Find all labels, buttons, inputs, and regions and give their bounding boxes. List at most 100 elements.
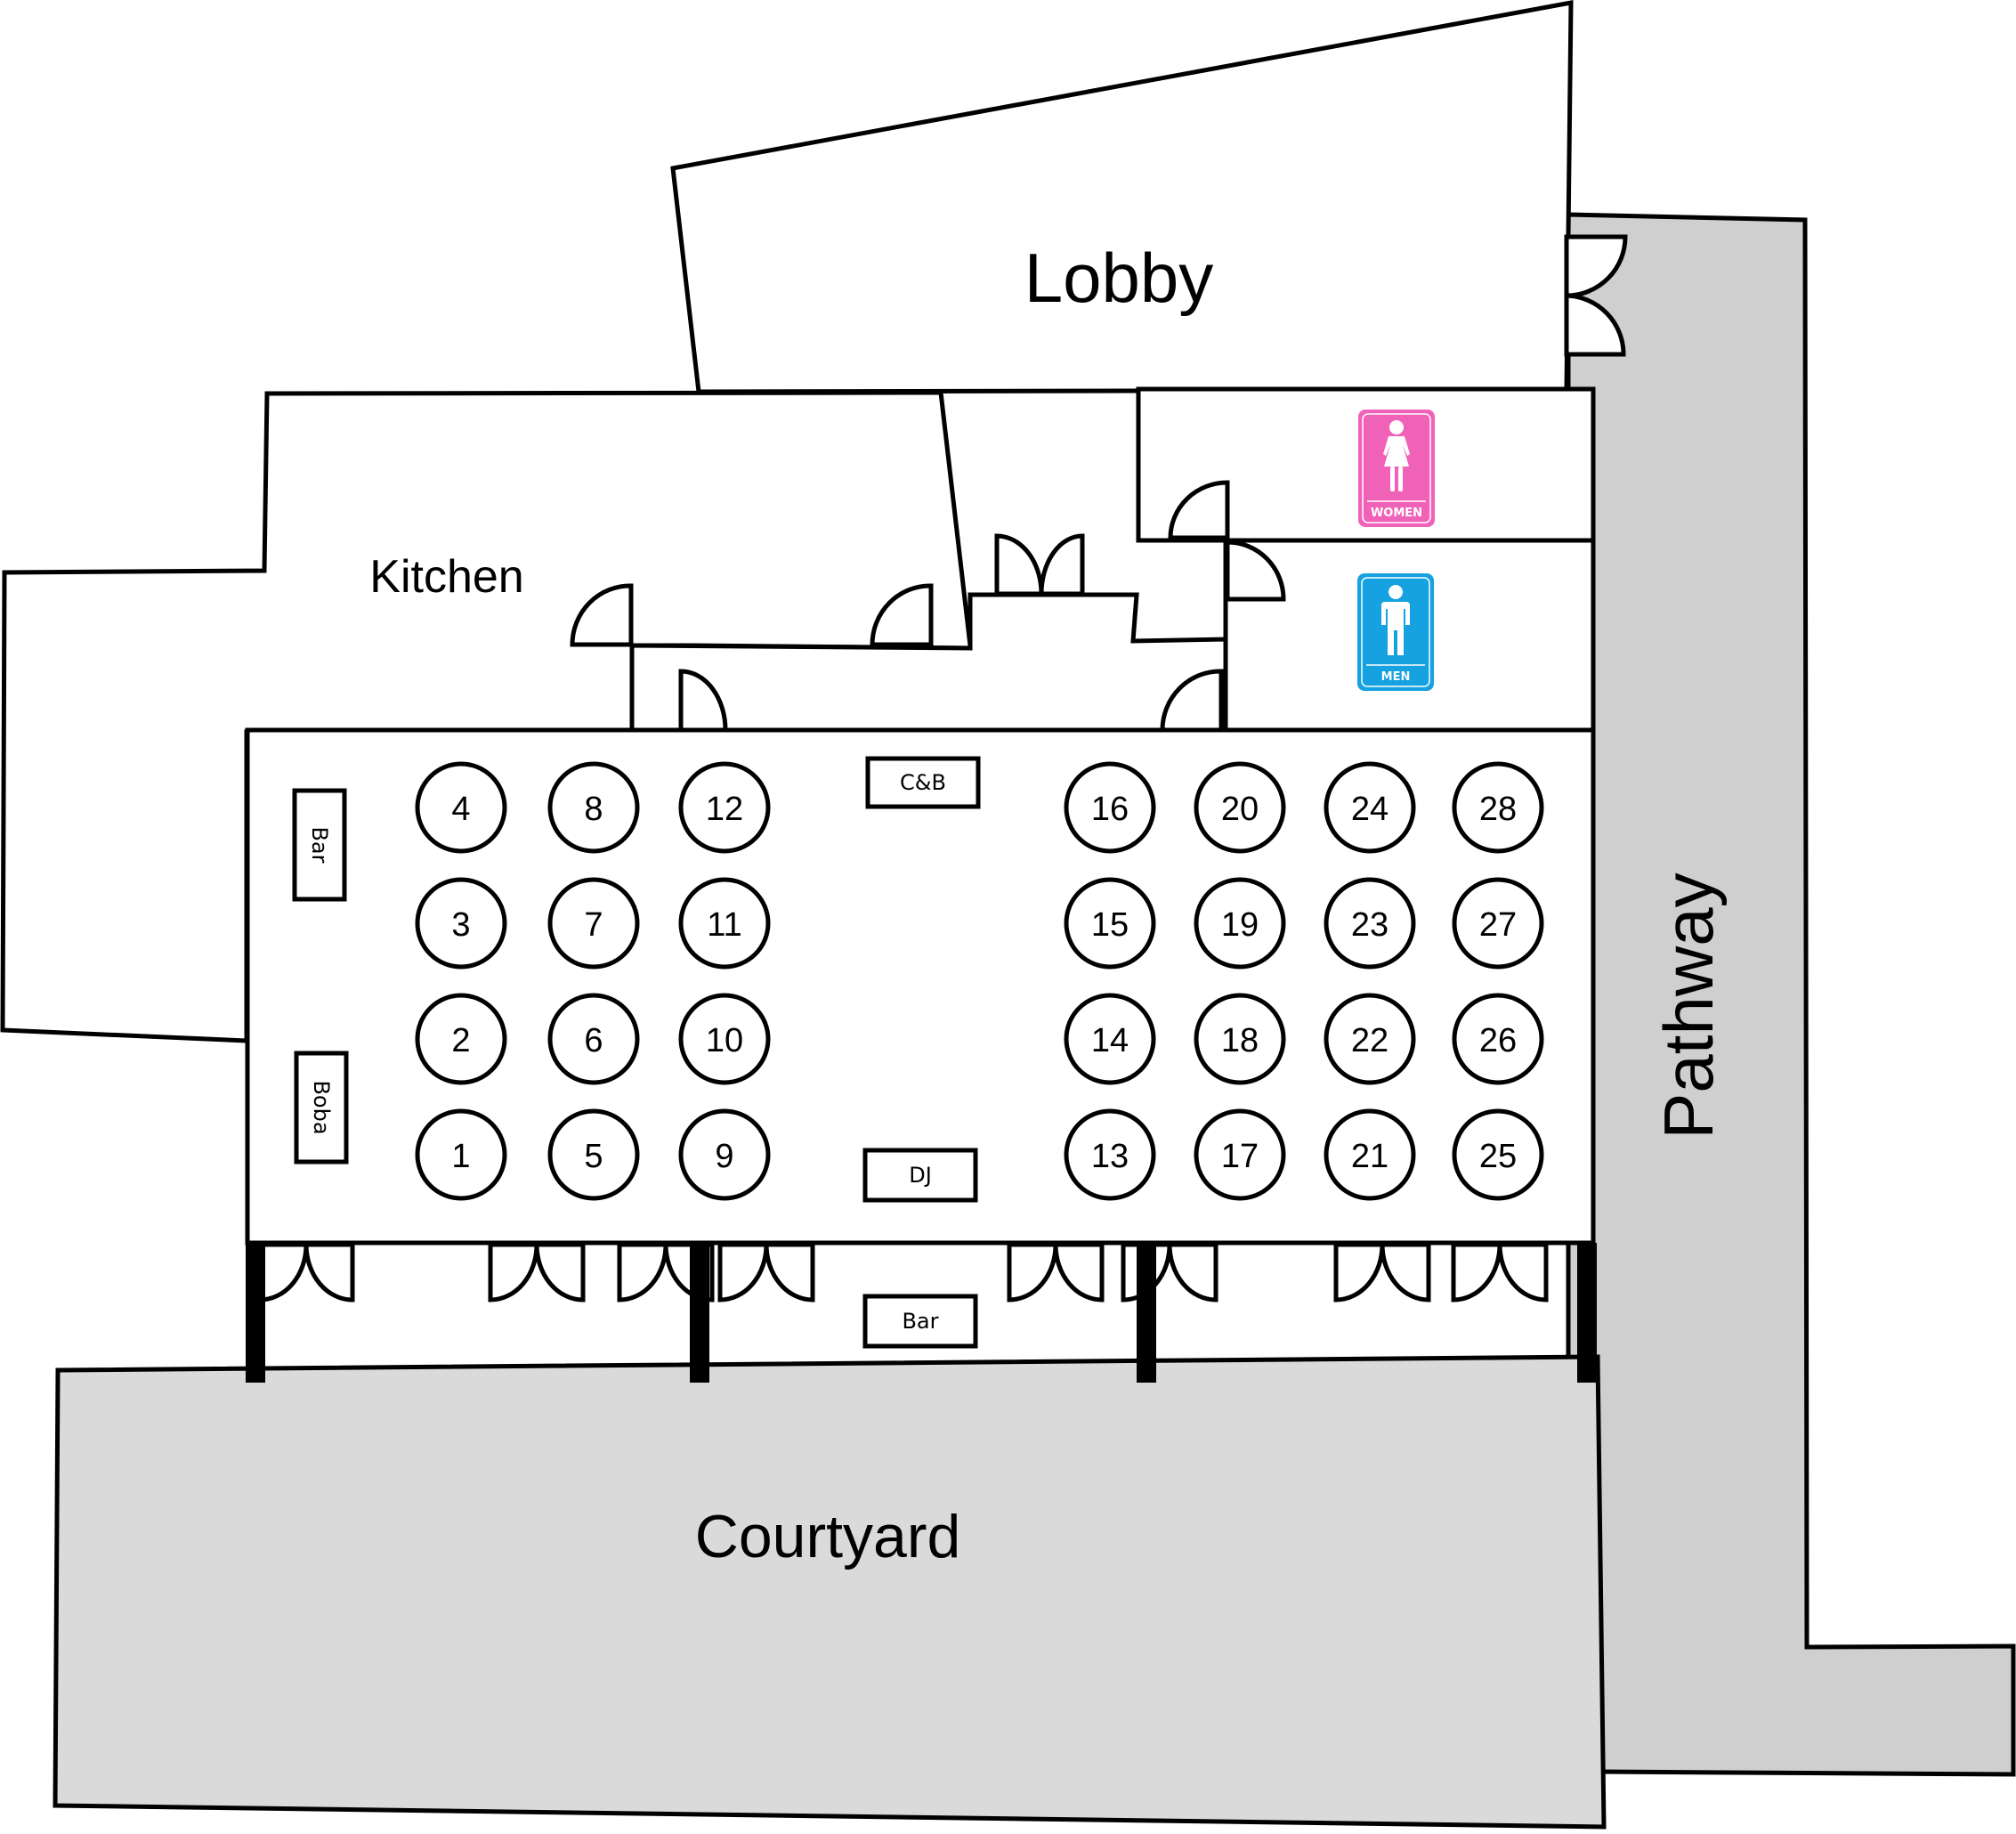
tables: 4321876512111091615141320191817242322212…: [415, 761, 1544, 1201]
table-number: 18: [1221, 1022, 1259, 1059]
table-circle: [678, 993, 771, 1085]
table-12: 12: [678, 761, 771, 854]
table-number: 1: [451, 1138, 470, 1175]
table-number: 20: [1221, 791, 1259, 828]
table-number: 13: [1091, 1138, 1129, 1175]
dj-label: DJ: [909, 1163, 932, 1188]
table-number: 23: [1351, 906, 1389, 944]
table-21: 21: [1324, 1108, 1416, 1201]
bar-courtyard-label: Bar: [902, 1309, 938, 1334]
kitchen-label: Kitchen: [369, 551, 523, 603]
table-number: 11: [707, 906, 741, 944]
table-17: 17: [1194, 1108, 1286, 1201]
bar-station-left: Bar: [292, 788, 347, 902]
table-5: 5: [547, 1108, 640, 1201]
women-sign: WOMEN: [1358, 410, 1435, 527]
table-6: 6: [547, 993, 640, 1085]
table-circle: [1064, 761, 1156, 854]
table-number: 8: [584, 791, 603, 828]
table-26: 26: [1452, 993, 1544, 1085]
table-circle: [1194, 761, 1286, 854]
table-19: 19: [1194, 877, 1286, 970]
table-28: 28: [1452, 761, 1544, 854]
table-16: 16: [1064, 761, 1156, 854]
table-circle: [547, 877, 640, 970]
table-1: 1: [415, 1108, 507, 1201]
table-number: 24: [1351, 791, 1389, 828]
table-circle: [1324, 993, 1416, 1085]
table-number: 15: [1091, 906, 1129, 944]
table-number: 3: [451, 906, 470, 944]
women-sign-label: WOMEN: [1371, 507, 1422, 520]
table-7: 7: [547, 877, 640, 970]
table-10: 10: [678, 993, 771, 1085]
table-circle: [547, 1108, 640, 1201]
table-number: 27: [1479, 906, 1517, 944]
table-circle: [415, 761, 507, 854]
table-14: 14: [1064, 993, 1156, 1085]
table-27: 27: [1452, 877, 1544, 970]
table-number: 19: [1221, 906, 1259, 944]
table-number: 9: [715, 1138, 733, 1175]
courtyard-label: Courtyard: [695, 1503, 961, 1570]
table-24: 24: [1324, 761, 1416, 854]
table-number: 17: [1221, 1138, 1259, 1175]
table-23: 23: [1324, 877, 1416, 970]
table-3: 3: [415, 877, 507, 970]
lobby-room: [670, 0, 1574, 394]
man-icon: [1381, 585, 1410, 655]
table-circle: [1324, 1108, 1416, 1201]
table-circle: [547, 761, 640, 854]
boba-station: Boba: [294, 1051, 349, 1165]
boba-label: Boba: [309, 1080, 334, 1134]
table-20: 20: [1194, 761, 1286, 854]
table-circle: [1194, 1108, 1286, 1201]
bar-station-courtyard: Bar: [862, 1294, 978, 1349]
cb-label: C&B: [900, 770, 946, 795]
table-circle: [678, 1108, 771, 1201]
table-22: 22: [1324, 993, 1416, 1085]
table-number: 6: [584, 1022, 603, 1059]
table-circle: [547, 993, 640, 1085]
table-circle: [1452, 761, 1544, 854]
table-11: 11: [678, 877, 771, 970]
table-circle: [415, 877, 507, 970]
men-sign-label: MEN: [1381, 670, 1411, 684]
table-circle: [1064, 877, 1156, 970]
table-15: 15: [1064, 877, 1156, 970]
table-circle: [1064, 993, 1156, 1085]
table-circle: [1064, 1108, 1156, 1201]
table-9: 9: [678, 1108, 771, 1201]
table-number: 26: [1479, 1022, 1517, 1059]
courtyard-doors: [257, 1242, 1549, 1302]
table-18: 18: [1194, 993, 1286, 1085]
table-number: 25: [1479, 1138, 1517, 1175]
table-circle: [1452, 877, 1544, 970]
bar-left-label: Bar: [307, 826, 332, 863]
table-circle: [678, 877, 771, 970]
table-circle: [678, 761, 771, 854]
table-number: 22: [1351, 1022, 1389, 1059]
table-25: 25: [1452, 1108, 1544, 1201]
table-2: 2: [415, 993, 507, 1085]
cb-station: C&B: [865, 756, 981, 809]
table-circle: [1324, 877, 1416, 970]
table-number: 12: [706, 791, 743, 828]
men-sign: MEN: [1357, 573, 1434, 691]
table-circle: [415, 1108, 507, 1201]
table-circle: [415, 993, 507, 1085]
table-13: 13: [1064, 1108, 1156, 1201]
table-circle: [1324, 761, 1416, 854]
table-circle: [1452, 1108, 1544, 1201]
table-number: 14: [1091, 1022, 1129, 1059]
table-number: 16: [1091, 791, 1129, 828]
table-number: 28: [1479, 791, 1517, 828]
woman-icon: [1383, 420, 1410, 491]
lobby-label: Lobby: [1024, 239, 1214, 317]
table-8: 8: [547, 761, 640, 854]
table-circle: [1194, 877, 1286, 970]
table-number: 2: [451, 1022, 470, 1059]
lobby-pathway-doors: [1564, 234, 1628, 357]
table-circle: [1452, 993, 1544, 1085]
